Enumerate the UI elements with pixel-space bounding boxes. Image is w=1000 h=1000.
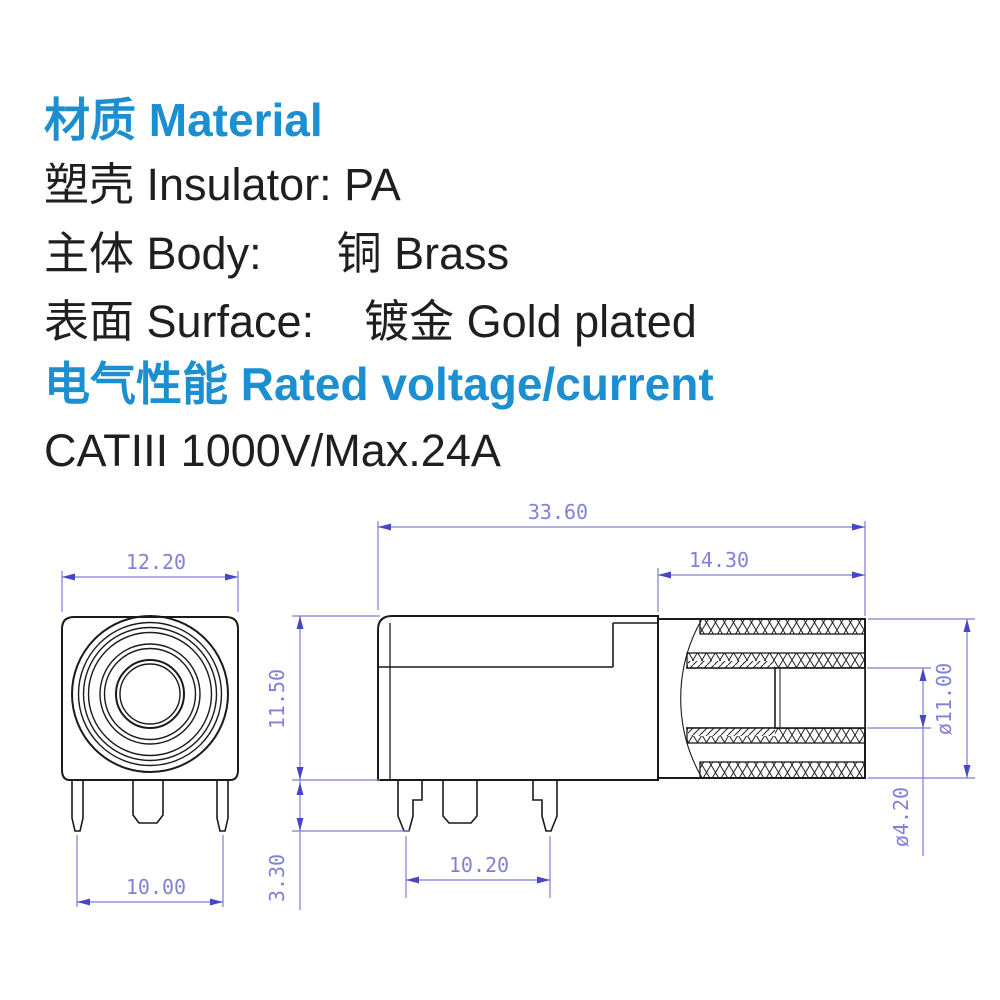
dim-overall-length: 33.60 [528, 500, 588, 524]
dim-pin-length: 3.30 [265, 854, 289, 902]
dim-barrel-length: 14.30 [689, 548, 749, 572]
side-right-pin [532, 780, 558, 832]
dim-front-width: 12.20 [126, 550, 186, 574]
side-body [377, 615, 659, 781]
dimension-labels: 12.20 10.00 33.60 14.30 10.20 11.50 3.30… [126, 500, 956, 902]
insulator-spec-line: 塑壳 Insulator: PA [44, 159, 401, 210]
dim-body-height: 11.50 [265, 669, 289, 729]
side-left-pin [397, 780, 423, 832]
barrel-end-arc [680, 618, 703, 779]
barrel-knurl-bands [686, 618, 866, 779]
dimension-lines [61, 521, 975, 910]
dim-bore-diameter: ø4.20 [889, 787, 913, 847]
front-left-pin [71, 780, 84, 832]
rating-spec-line: CATIII 1000V/Max.24A [44, 425, 501, 476]
dim-front-pin-pitch: 10.00 [126, 875, 186, 899]
dimension-arrows [62, 523, 971, 906]
bore-thread-strips [688, 661, 775, 736]
inner-sleeve [774, 667, 866, 729]
side-view [377, 615, 866, 832]
electrical-heading: 电气性能 Rated voltage/current [44, 358, 714, 410]
dim-barrel-diameter: ø11.00 [932, 663, 956, 735]
material-heading: 材质 Material [44, 94, 323, 146]
front-right-pin [216, 780, 229, 832]
side-center-pin [442, 780, 478, 824]
front-body [61, 616, 239, 781]
dim-side-pin-pitch: 10.20 [449, 853, 509, 877]
front-center-pin [132, 780, 164, 824]
jack-face-rings [71, 615, 229, 773]
body-spec-line: 主体 Body: 铜 Brass [44, 228, 510, 279]
front-view [61, 615, 239, 832]
surface-spec-line: 表面 Surface: 镀金 Gold plated [44, 296, 697, 347]
